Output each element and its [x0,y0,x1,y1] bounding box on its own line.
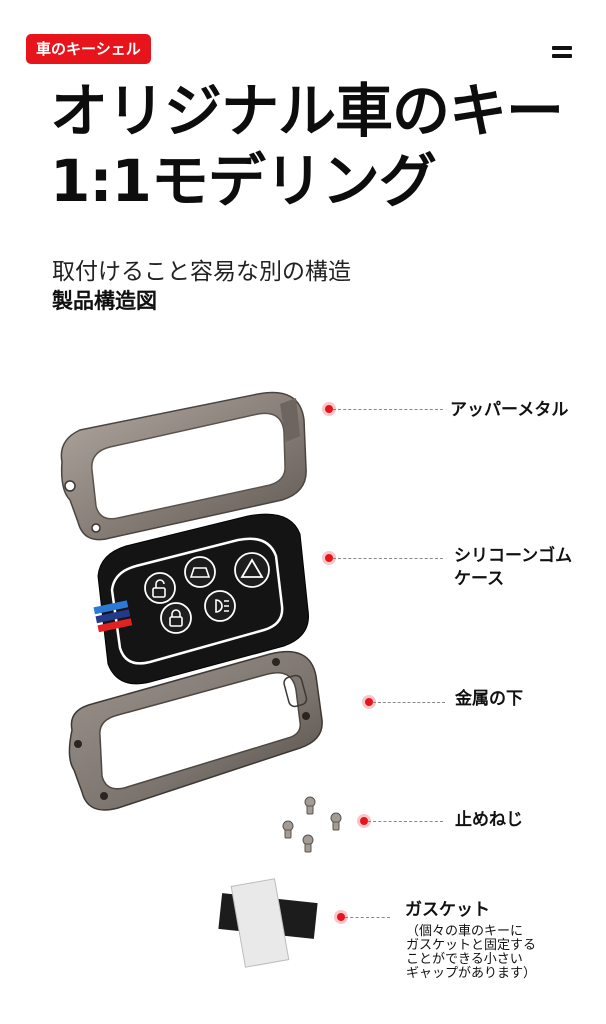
lock-icon [160,602,192,634]
page-title: オリジナル車のキー 1:1モデリング [50,76,606,216]
gasket-note-line4: ギャップがあります） [406,966,537,981]
upper-metal-frame [60,391,307,541]
label-gasket: ガスケット [405,900,490,920]
callout-line-screws [368,821,443,822]
callout-line-upper-metal [333,409,443,410]
gasket-note: （個々の車のキーに ガスケットと固定する ことができる小さい ギャップがあります… [406,925,536,981]
callout-dot-screws [360,817,368,825]
subtitle: 取付けること容易な別の構造 [52,259,351,285]
callout-dot-upper-metal [325,405,333,413]
callout-line-lower-metal [373,702,445,703]
section-heading: 製品構造図 [52,289,157,313]
gasket-note-line2: ガスケットと固定する [406,938,537,953]
gasket-note-line3: ことができる小さい [406,952,523,967]
label-silicone-case: シリコーンゴム ケース [454,545,572,591]
hazard-icon [234,552,270,588]
label-upper-metal: アッパーメタル [450,400,569,420]
label-silicone-case-line1: シリコーンゴム [454,546,573,566]
gasket-note-line1: （個々の車のキーに [406,924,524,939]
label-lower-metal: 金属の下 [455,689,523,709]
exploded-diagram [60,391,342,968]
callout-dot-silicone-case [325,554,333,562]
unlock-icon [144,572,176,604]
headlight-icon [204,590,236,622]
callout-dot-lower-metal [365,698,373,706]
label-screws: 止めねじ [455,810,523,830]
callout-line-gasket [345,917,390,918]
label-silicone-case-line2: ケース [454,569,505,589]
title-line-1: オリジナル車のキー [50,77,564,145]
trunk-icon [184,556,216,588]
gasket [218,878,318,968]
category-badge: 車のキーシェル [26,34,151,64]
silicone-key-case [93,513,309,685]
lower-metal-frame [68,650,323,811]
callout-line-silicone-case [333,558,443,559]
callout-dot-gasket [337,913,345,921]
menu-icon[interactable] [552,46,572,62]
title-line-2: 1:1モデリング [50,147,437,215]
screws [282,796,342,853]
